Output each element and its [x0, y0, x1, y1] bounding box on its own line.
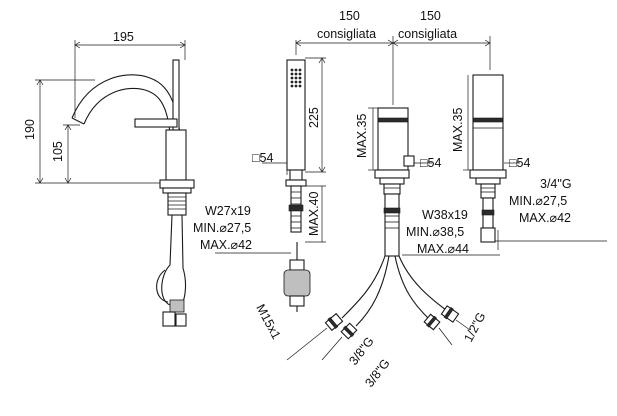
- dim-height-total: 190: [23, 119, 37, 140]
- dim-hose-m15: M15x1: [253, 302, 283, 342]
- dim-handshower-max: MAX.40: [307, 191, 321, 236]
- dim-diverter-thread: 3/4"G: [540, 177, 572, 191]
- dim-handshower-square: □54: [252, 151, 274, 165]
- diverter-assembly: [463, 74, 607, 250]
- dim-w27-max: MAX.⌀42: [200, 238, 252, 252]
- dim-spacing-left: 150: [339, 9, 360, 23]
- dim-hose-b: 3/8"G: [362, 356, 392, 389]
- dim-handshower-length: 225: [307, 107, 321, 128]
- dimension-labels: 195 190 105 225 □54 MAX.40 W27x19 MIN.⌀2…: [23, 9, 572, 390]
- mixer-assembly: [286, 36, 500, 361]
- dim-mixer-maxd: MAX.⌀44: [417, 242, 469, 256]
- dim-hose-a: 3/8"G: [346, 334, 376, 367]
- dim-spout-reach: 195: [113, 30, 134, 44]
- dim-diverter-max: MAX.35: [451, 107, 465, 152]
- dim-mixer-thread: W38x19: [422, 208, 468, 222]
- dim-mixer-square: □54: [420, 156, 442, 170]
- dim-w27-min: MIN.⌀27,5: [193, 221, 251, 235]
- handshower-assembly: [215, 40, 326, 312]
- dim-diverter-maxd: MAX.⌀42: [519, 211, 571, 225]
- dim-hose-c: 1/2"G: [461, 310, 488, 344]
- spout-assembly: [35, 40, 195, 327]
- dim-diverter-min: MIN.⌀27,5: [509, 194, 567, 208]
- dim-diverter-square: □54: [509, 156, 531, 170]
- dim-w27-thread: W27x19: [205, 204, 251, 218]
- dim-spacing-left-note: consigliata: [317, 27, 376, 41]
- dim-mixer-max: MAX.35: [355, 113, 369, 158]
- dim-mixer-min: MIN.⌀38,5: [406, 225, 464, 239]
- dim-spacing-right: 150: [420, 9, 441, 23]
- dim-spacing-right-note: consigliata: [398, 27, 457, 41]
- dim-height-spout: 105: [51, 141, 65, 162]
